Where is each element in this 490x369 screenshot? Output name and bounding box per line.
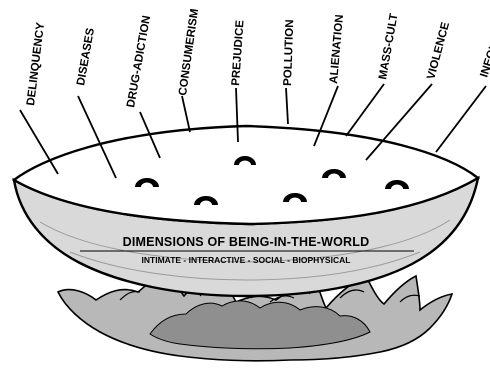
label-consumerism: CONSUMERISM	[177, 8, 201, 96]
label-violence: VIOLENCE	[425, 21, 452, 81]
problem-labels: DELINQUENCY DISEASES DRUG-ADICTION CONSU…	[25, 8, 490, 108]
label-alienation: ALIENATION	[328, 14, 346, 84]
bowl-subtitle: INTIMATE - INTERACTIVE - SOCIAL - BIOPHY…	[142, 255, 351, 265]
label-mass-cult: MASS-CULT	[377, 13, 400, 81]
leader-line-inequity	[436, 86, 486, 152]
label-pollution: POLLUTION	[282, 19, 296, 86]
bowl	[14, 126, 478, 296]
label-diseases: DISEASES	[75, 27, 97, 87]
bowl-title: DIMENSIONS OF BEING-IN-THE-WORLD	[123, 235, 370, 249]
label-drug-adiction: DRUG-ADICTION	[125, 15, 153, 109]
label-prejudice: PREJUDICE	[230, 19, 247, 86]
leader-line-consumerism	[182, 96, 190, 132]
leader-line-pollution	[286, 88, 288, 124]
leader-line-mass-cult	[346, 84, 384, 136]
label-delinquency: DELINQUENCY	[25, 21, 47, 106]
label-inequity: INEQUITY	[478, 23, 490, 79]
